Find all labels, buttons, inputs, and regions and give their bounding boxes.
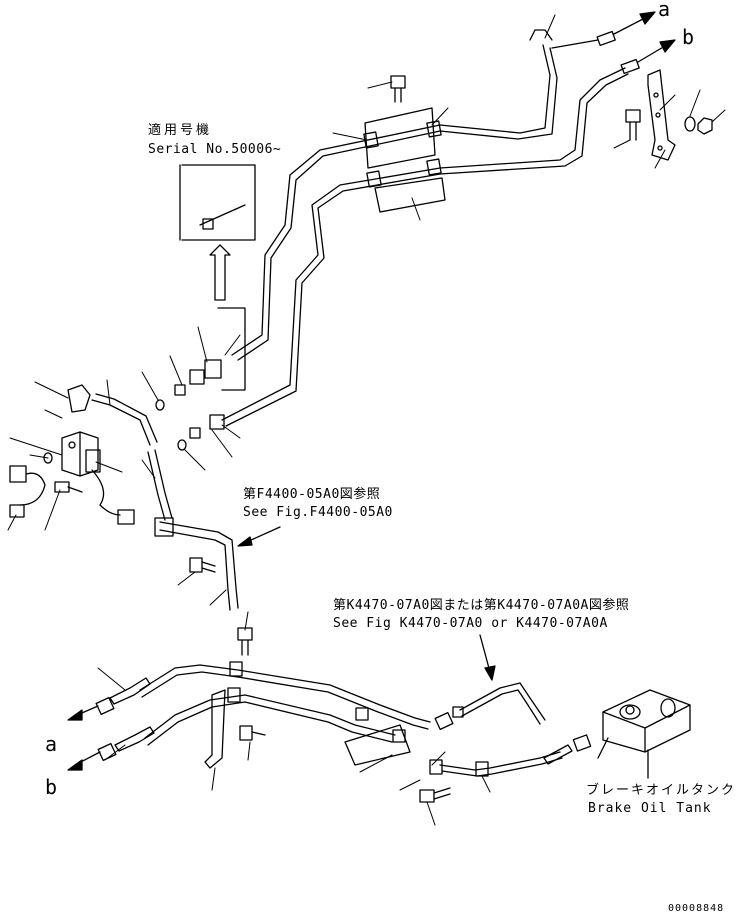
connector-tube xyxy=(154,517,239,611)
brake-oil-tank xyxy=(597,689,691,779)
clamp-bolt xyxy=(390,75,406,103)
ref-k4470-label-en: See Fig K4470-07A0 or K4470-07A0A xyxy=(333,616,608,631)
elbow-fitting xyxy=(67,384,91,413)
brake-oil-tank-label-ja: ブレーキオイルタンク xyxy=(586,783,737,798)
drawing-number: 00008848 xyxy=(668,903,725,914)
bottom-bolt xyxy=(419,787,451,803)
switch-bolt xyxy=(54,481,83,493)
marker-b-top: b xyxy=(682,25,695,49)
flex-hose-lower xyxy=(147,449,173,521)
lower-pipe-a xyxy=(139,664,431,730)
serial-number-label: Serial No.50006~ xyxy=(148,142,282,157)
hose-end-a xyxy=(529,11,656,49)
upper-clamp-plate xyxy=(363,107,446,213)
lower-hose-b xyxy=(67,726,155,771)
lower-clamp-left xyxy=(204,661,243,769)
upper-pipe-a xyxy=(231,44,558,361)
valve-assembly xyxy=(61,431,101,477)
bracket-nut xyxy=(697,117,713,135)
ref-k4470-label-ja: 第K4470-07A0図または第K4470-07A0A図参照 xyxy=(333,598,630,613)
lower-hose-a xyxy=(67,677,151,721)
upper-pipe-b xyxy=(221,67,629,427)
pressure-switch xyxy=(9,465,46,518)
lower-clamp-right xyxy=(344,707,443,775)
lower-mount-bolt xyxy=(189,557,216,573)
bracket-bolt xyxy=(625,109,641,141)
brake-oil-tank-label-en: Brake Oil Tank xyxy=(588,801,712,816)
ref-tube-k4470 xyxy=(434,634,546,731)
marker-a-bottom: a xyxy=(45,732,58,756)
o-ring xyxy=(43,452,53,464)
tank-pipe xyxy=(439,734,592,777)
hose-end-b xyxy=(620,39,676,75)
lower-clamp-bolt xyxy=(237,627,266,741)
applicable-serial-label-ja: 適用号機 xyxy=(148,123,213,138)
marker-b-bottom: b xyxy=(45,775,58,799)
ref-f4400-label-en: See Fig.F4400-05A0 xyxy=(243,505,393,520)
pipe-bracket xyxy=(647,69,676,161)
fitting-group-lower xyxy=(177,414,225,451)
ref-f4400-label-ja: 第F4400-05A0図参照 xyxy=(243,487,381,502)
bracket-washer xyxy=(684,116,696,132)
leader-lines-upper xyxy=(7,14,726,606)
fitting-group-upper xyxy=(155,359,222,411)
flex-hose-upper xyxy=(91,393,158,446)
marker-a-top: a xyxy=(658,0,671,21)
switch-connector xyxy=(91,469,135,525)
leader-lines-lower xyxy=(97,611,491,826)
inset-bracket-line xyxy=(217,307,246,391)
ref-arrow-f4400 xyxy=(237,526,281,547)
lower-pipe-b xyxy=(144,694,396,746)
up-arrow xyxy=(209,244,231,301)
serial-inset-box xyxy=(179,164,256,241)
